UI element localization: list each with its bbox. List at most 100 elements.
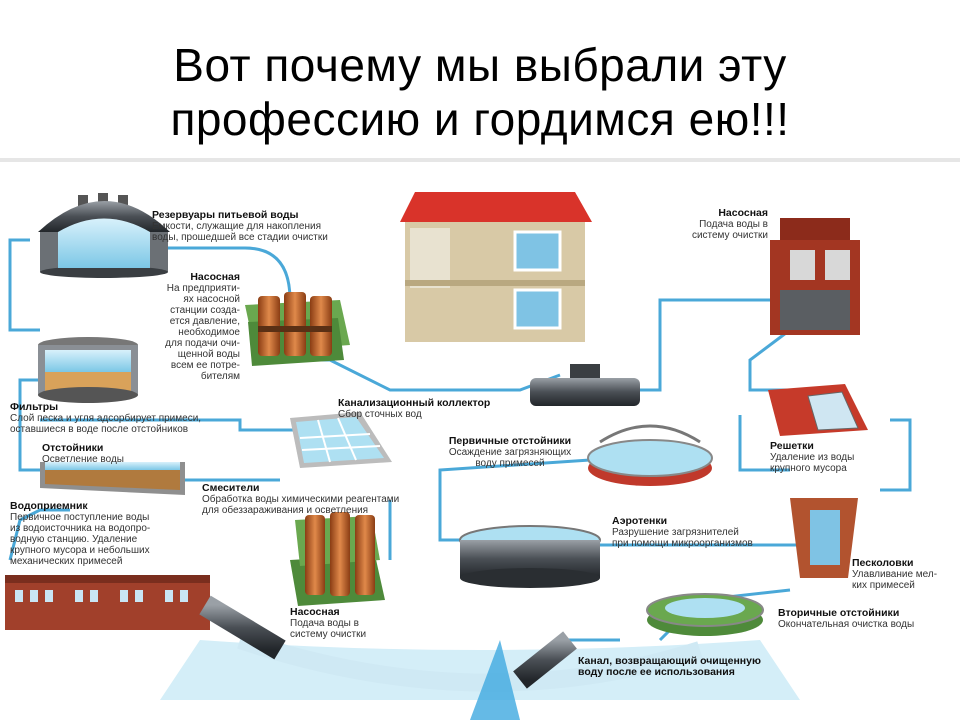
- collector-pipe: [530, 364, 640, 406]
- title-line-2: профессию и гордимся ею!!!: [170, 93, 790, 145]
- label-pump-2: Насосная Подача воды в систему очистки: [290, 606, 367, 641]
- sandtraps-desc-2: ких примесей: [852, 580, 915, 591]
- pump3-desc-2: систему очистки: [691, 230, 768, 241]
- pump1-line: всем ее потре-: [170, 360, 240, 371]
- intake-line: водную станцию. Удаление: [10, 534, 138, 545]
- primary-settler: [587, 424, 713, 486]
- label-mixers: Смесители Обработка воды химическими реа…: [202, 482, 400, 517]
- filter-tank: [38, 337, 138, 403]
- pump2-title: Насосная: [290, 606, 340, 618]
- reservoirs-desc-1: Емкости, служащие для накопления: [152, 221, 321, 232]
- label-aerotanks: Аэротенки Разрушение загрязнителей при п…: [612, 515, 753, 550]
- reservoirs-desc-2: воды, прошедшей все стадии очистки: [152, 232, 328, 243]
- pipe-grates-sand: [738, 415, 790, 472]
- primary-desc-2: воду примесей: [475, 458, 545, 469]
- mixers-desc-1: Обработка воды химическими реагентами: [202, 494, 400, 505]
- grates-desc-1: Удаление из воды: [770, 452, 855, 463]
- settlers-title: Отстойники: [42, 442, 104, 454]
- intake-pipe: [199, 595, 286, 660]
- mixers-desc-2: для обеззараживания и осветления: [202, 505, 369, 516]
- intake-building: [5, 575, 210, 630]
- label-collector: Канализационный коллектор Сбор сточных в…: [338, 397, 491, 421]
- label-primary: Первичные отстойники Осаждение загрязняю…: [430, 435, 590, 470]
- filters-desc-1: Слой песка и угля адсорбирует примеси,: [10, 413, 202, 424]
- banner-divider: [0, 158, 960, 162]
- pump-station-1: [245, 292, 350, 366]
- intake-line: из водоисточника на водопро-: [10, 523, 151, 534]
- river-band: [237, 631, 703, 692]
- collector-desc-1: Сбор сточных вод: [338, 409, 422, 420]
- canal-title: Канал, возвращающий очищенную: [578, 655, 761, 667]
- grates-unit: [768, 384, 868, 436]
- pipe-filter-settler: [18, 378, 40, 472]
- pipe-reservoir-pump: [100, 246, 292, 301]
- label-filters: Фильтры Слой песка и угля адсорбирует пр…: [10, 401, 202, 436]
- intake-line: механических примесей: [10, 556, 123, 567]
- aerotanks-title: Аэротенки: [612, 515, 668, 527]
- secondary-settler: [646, 593, 764, 636]
- reservoir-tank: [38, 193, 170, 278]
- pump1-line: для подачи очи-: [165, 338, 240, 349]
- aerotanks-desc-2: при помощи микроорганизмов: [612, 538, 753, 549]
- pump1-line: На предприяти-: [166, 283, 240, 294]
- grates-desc-2: крупного мусора: [770, 463, 847, 474]
- pump3-desc-1: Подача воды в: [699, 219, 768, 230]
- grates-title: Решетки: [770, 440, 814, 452]
- water-jet: [470, 640, 520, 720]
- pump1-line: щенной воды: [177, 349, 240, 360]
- pipe-primary-aero: [438, 458, 591, 542]
- secondary-desc-1: Окончательная очистка воды: [778, 619, 915, 630]
- pump2-desc-1: Подача воды в: [290, 618, 359, 629]
- residential-house: [400, 192, 592, 342]
- reservoirs-title: Резервуары питьевой воды: [152, 209, 299, 221]
- pump1-line: ется давление,: [169, 316, 240, 327]
- aerotank: [459, 525, 601, 588]
- label-settlers: Отстойники Осветление воды: [42, 442, 124, 466]
- pipe-filter-mixer: [40, 418, 300, 432]
- pump3-title: Насосная: [718, 207, 768, 219]
- label-grates: Решетки Удаление из воды крупного мусора: [770, 440, 855, 475]
- pipe-reservoir-filter: [8, 238, 40, 332]
- sand-trap: [790, 498, 858, 578]
- label-intake: Водоприемник Первичное поступление воды …: [10, 500, 151, 568]
- pipe-pump-grates: [748, 328, 791, 392]
- pump1-line: ях насосной: [183, 294, 240, 305]
- mixer-grid: [290, 412, 392, 468]
- outlet-pipe: [513, 631, 577, 689]
- pump1-line: бителям: [200, 371, 240, 382]
- settlers-desc-1: Осветление воды: [42, 454, 124, 465]
- primary-title: Первичные отстойники: [448, 435, 572, 447]
- pump-house-right: [770, 218, 860, 335]
- title-line-1: Вот почему мы выбрали эту: [173, 39, 787, 91]
- intake-title: Водоприемник: [10, 500, 88, 512]
- pipe-grates-right: [880, 418, 912, 492]
- pipe-intake: [8, 508, 70, 561]
- label-reservoirs: Резервуары питьевой воды Емкости, служащ…: [152, 209, 328, 244]
- secondary-title: Вторичные отстойники: [778, 607, 900, 619]
- filters-title: Фильтры: [10, 401, 59, 413]
- primary-desc-1: Осаждение загрязняющих: [448, 447, 572, 458]
- label-secondary: Вторичные отстойники Окончательная очист…: [778, 607, 915, 631]
- label-sandtraps: Песколовки Улавливание мел- ких примесей: [852, 557, 938, 592]
- settler-tank: [40, 462, 185, 495]
- mixers-title: Смесители: [202, 482, 260, 494]
- pump1-line: станции созда-: [170, 305, 240, 316]
- label-pump-3: Насосная Подача воды в систему очистки: [660, 207, 768, 242]
- aerotanks-desc-1: Разрушение загрязнителей: [612, 527, 739, 538]
- canal-desc-1: воду после ее использования: [578, 666, 735, 678]
- pump-station-2: [290, 512, 385, 606]
- pipe-collector-pump: [640, 298, 770, 392]
- pump2-desc-2: систему очистки: [290, 629, 367, 640]
- collector-title: Канализационный коллектор: [338, 397, 491, 409]
- slide-title: Вот почему мы выбрали эту профессию и го…: [0, 38, 960, 146]
- filters-desc-2: оставшиеся в воде после отстойников: [10, 424, 189, 435]
- label-pump-1: Насосная На предприяти- ях насосной стан…: [140, 271, 240, 383]
- pump1-line: необходимое: [178, 327, 240, 338]
- intake-line: крупного мусора и небольших: [10, 545, 150, 556]
- sandtraps-desc-1: Улавливание мел-: [852, 569, 938, 580]
- pump1-title: Насосная: [190, 271, 240, 283]
- intake-line: Первичное поступление воды: [10, 512, 150, 523]
- sandtraps-title: Песколовки: [852, 557, 914, 569]
- label-canal: Канал, возвращающий очищенную воду после…: [578, 656, 761, 678]
